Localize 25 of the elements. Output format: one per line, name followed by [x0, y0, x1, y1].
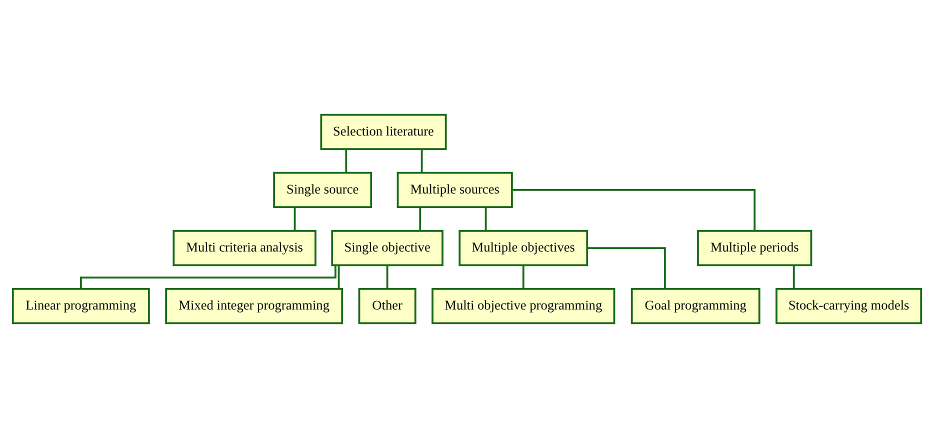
node-box: Multiple objectives — [458, 229, 588, 266]
connector — [294, 206, 296, 230]
connector — [512, 188, 756, 230]
node-box: Single objective — [331, 229, 444, 266]
node-box: Other — [358, 287, 416, 324]
connector — [588, 246, 666, 288]
node-box: Multiple sources — [396, 171, 513, 208]
node-box: Linear programming — [12, 287, 150, 324]
node-box: Goal programming — [630, 287, 760, 324]
connector — [484, 206, 487, 230]
connector — [792, 264, 795, 288]
connector — [338, 264, 340, 288]
connector — [386, 264, 388, 288]
connector — [345, 148, 348, 172]
node-box: Mixed integer programming — [165, 287, 344, 324]
node-box: Selection literature — [320, 113, 447, 150]
node-box: Stock-carrying models — [776, 287, 922, 324]
connector — [420, 148, 423, 172]
node-box: Single source — [273, 171, 372, 208]
node-box: Multi criteria analysis — [172, 229, 316, 266]
node-box: Multiple periods — [697, 229, 812, 266]
connector — [522, 264, 524, 288]
connector — [419, 206, 422, 230]
node-box: Multi objective programming — [432, 287, 616, 324]
connector — [80, 264, 336, 288]
